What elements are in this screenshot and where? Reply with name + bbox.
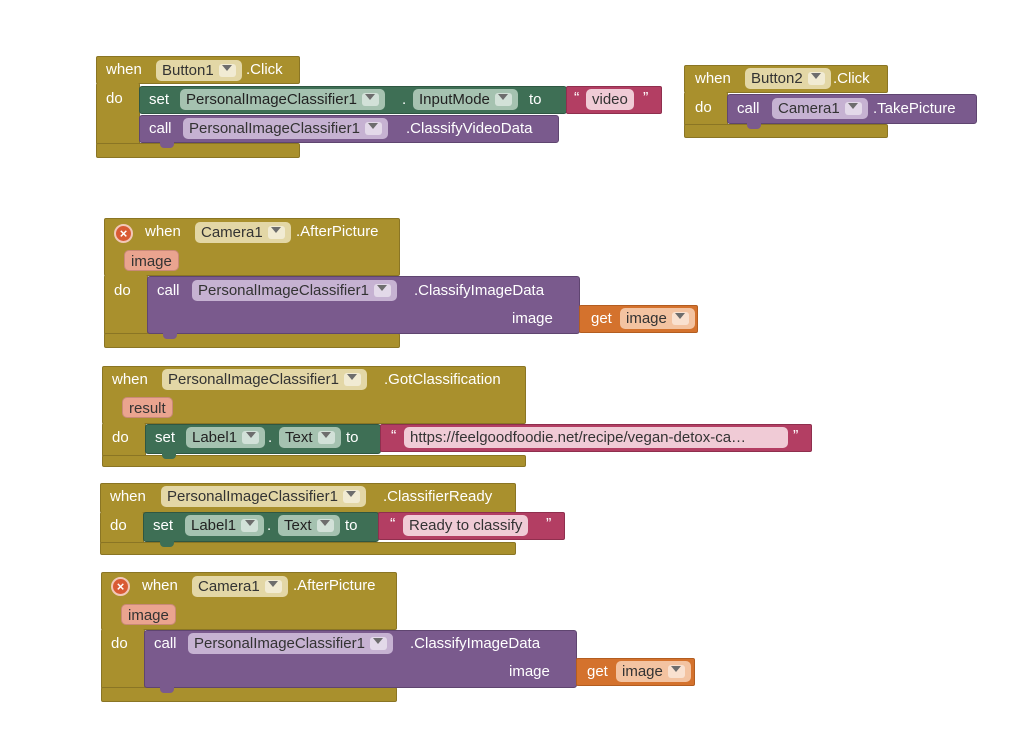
event-name: .ClassifierReady — [383, 488, 493, 505]
event-parameter-result[interactable]: result — [122, 397, 173, 418]
when-keyword: when — [145, 223, 181, 240]
chevron-down-icon — [320, 519, 331, 526]
close-quote: ” — [546, 516, 552, 533]
chevron-down-icon — [321, 431, 332, 438]
property-dropdown-text[interactable]: Text — [278, 515, 340, 536]
component-dropdown-pic1[interactable]: PersonalImageClassifier1 — [162, 369, 367, 390]
property-dropdown-inputmode[interactable]: InputMode — [413, 89, 518, 110]
to-keyword: to — [529, 91, 542, 108]
chevron-down-icon — [365, 93, 376, 100]
event-name: .GotClassification — [384, 371, 501, 388]
component-dropdown-label1[interactable]: Label1 — [186, 427, 266, 448]
event-name: .Click — [246, 61, 283, 78]
chevron-down-icon — [848, 102, 859, 109]
do-keyword: do — [106, 90, 123, 107]
string-value-url[interactable]: https://feelgoodfoodie.net/recipe/vegan-… — [404, 427, 788, 448]
call-keyword: call — [737, 100, 760, 117]
when-keyword: when — [112, 371, 148, 388]
component-dropdown-label1[interactable]: Label1 — [185, 515, 265, 536]
to-keyword: to — [346, 429, 359, 446]
chevron-down-icon — [268, 580, 279, 587]
event-parameter-image[interactable]: image — [124, 250, 179, 271]
component-dropdown-camera1[interactable]: Camera1 — [195, 222, 291, 243]
chevron-down-icon — [671, 665, 682, 672]
component-dropdown-pic1[interactable]: PersonalImageClassifier1 — [188, 633, 393, 654]
chevron-down-icon — [347, 373, 358, 380]
component-dropdown-button2[interactable]: Button2 — [745, 68, 831, 89]
string-value-ready[interactable]: Ready to classify — [403, 515, 529, 536]
warning-icon[interactable]: × — [114, 224, 133, 243]
event-parameter-image[interactable]: image — [121, 604, 176, 625]
do-keyword: do — [111, 635, 128, 652]
call-keyword: call — [154, 635, 177, 652]
do-keyword: do — [114, 282, 131, 299]
argument-label-image: image — [512, 310, 553, 327]
set-keyword: set — [149, 91, 170, 108]
component-dropdown-pic1[interactable]: PersonalImageClassifier1 — [183, 118, 388, 139]
component-dropdown-button1[interactable]: Button1 — [156, 60, 242, 81]
open-quote: “ — [390, 516, 396, 533]
do-keyword: do — [110, 517, 127, 534]
to-keyword: to — [345, 517, 358, 534]
method-name: .ClassifyImageData — [410, 635, 541, 652]
chevron-down-icon — [368, 122, 379, 129]
chevron-down-icon — [222, 64, 233, 71]
variable-dropdown-image[interactable]: image — [616, 661, 691, 682]
dot-separator: . — [268, 429, 273, 446]
chevron-down-icon — [271, 226, 282, 233]
get-keyword: get — [591, 310, 612, 327]
argument-label-image: image — [509, 663, 550, 680]
close-quote: ” — [793, 428, 799, 445]
dot-separator: . — [402, 91, 407, 108]
method-name: .ClassifyVideoData — [406, 120, 533, 137]
warning-icon[interactable]: × — [111, 577, 130, 596]
set-keyword: set — [155, 429, 176, 446]
method-name: .ClassifyImageData — [414, 282, 545, 299]
chevron-down-icon — [675, 312, 686, 319]
method-name: .TakePicture — [873, 100, 956, 117]
chevron-down-icon — [377, 284, 388, 291]
component-dropdown-camera1[interactable]: Camera1 — [192, 576, 288, 597]
do-keyword: do — [112, 429, 129, 446]
event-name: .AfterPicture — [293, 577, 376, 594]
open-quote: “ — [391, 428, 397, 445]
when-keyword: when — [695, 70, 731, 87]
string-value-video[interactable]: video — [586, 89, 634, 110]
set-keyword: set — [153, 517, 174, 534]
event-name: .AfterPicture — [296, 223, 379, 240]
event-name: .Click — [833, 70, 870, 87]
call-keyword: call — [149, 120, 172, 137]
get-keyword: get — [587, 663, 608, 680]
open-quote: “ — [574, 90, 580, 107]
do-keyword: do — [695, 99, 712, 116]
when-keyword: when — [142, 577, 178, 594]
component-dropdown-pic1[interactable]: PersonalImageClassifier1 — [180, 89, 385, 110]
property-dropdown-text[interactable]: Text — [279, 427, 341, 448]
when-keyword: when — [106, 61, 142, 78]
component-dropdown-pic1[interactable]: PersonalImageClassifier1 — [192, 280, 397, 301]
chevron-down-icon — [245, 431, 256, 438]
component-dropdown-camera1[interactable]: Camera1 — [772, 98, 868, 119]
chevron-down-icon — [811, 72, 822, 79]
call-keyword: call — [157, 282, 180, 299]
chevron-down-icon — [498, 93, 509, 100]
component-dropdown-pic1[interactable]: PersonalImageClassifier1 — [161, 486, 366, 507]
chevron-down-icon — [346, 490, 357, 497]
chevron-down-icon — [373, 637, 384, 644]
close-quote: ” — [643, 90, 649, 107]
dot-separator: . — [267, 517, 272, 534]
variable-dropdown-image[interactable]: image — [620, 308, 695, 329]
chevron-down-icon — [244, 519, 255, 526]
when-keyword: when — [110, 488, 146, 505]
